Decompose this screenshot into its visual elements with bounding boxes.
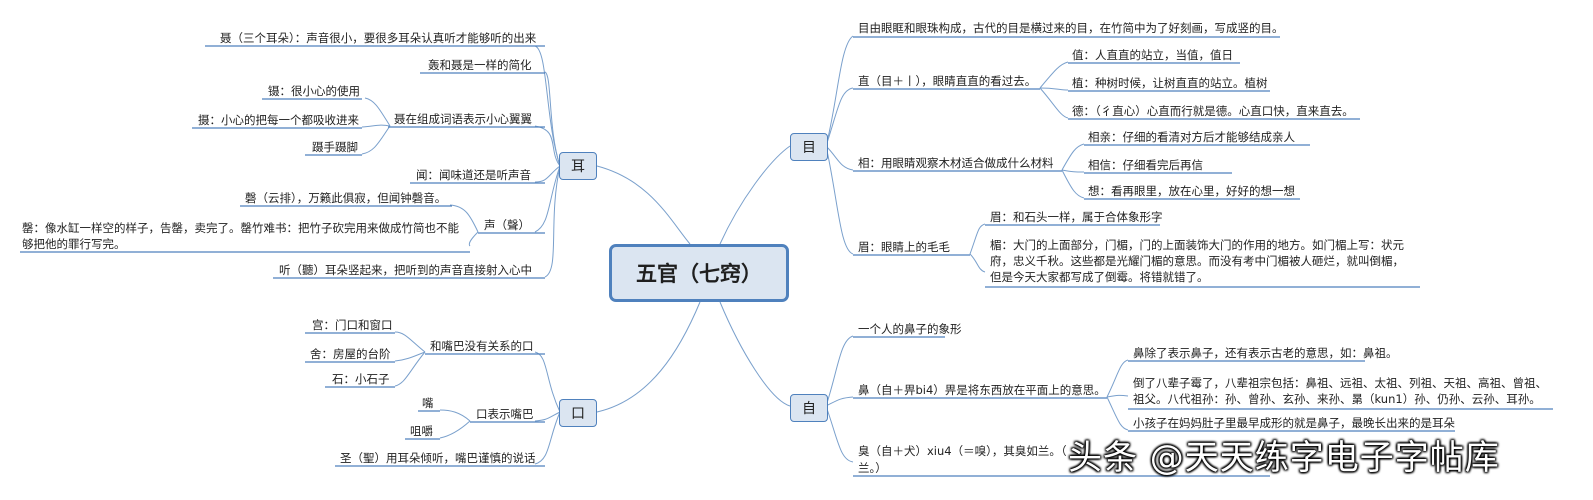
eye-node-de[interactable]: 德：（彳直心）心直而行就是德。心直口快，直来直去。 (1072, 104, 1354, 118)
root-topic[interactable]: 五官（七窍） (609, 244, 789, 302)
nose-node-generations[interactable]: 倒了八辈子霉了，八辈祖宗包括：鼻祖、远祖、太祖、列祖、天祖、高祖、曾祖、祖父。八… (1133, 376, 1547, 406)
mouth-node-zui[interactable]: 嘴 (422, 396, 434, 410)
ear-node-she[interactable]: 摄：小心的把每一个都吸收进来 (198, 113, 359, 127)
branch-eye[interactable]: 目 (790, 133, 828, 161)
nose-node-xiu-end[interactable]: 兰。） (858, 461, 887, 475)
nose-node-bi[interactable]: 鼻（自＋畀bi4）畀是将东西放在平面上的意思。 (858, 383, 1106, 397)
ear-node-nie[interactable]: 聂（三个耳朵）：声音很小，要很多耳朵认真听才能够听的出来 (220, 31, 537, 45)
eye-node-lintel[interactable]: 楣：大门的上面部分，门楣，门的上面装饰大门的作用的地方。如门楣上写：状元府，忠义… (990, 238, 1404, 284)
ear-node-wen[interactable]: 闻：闻味道还是听声音 (416, 168, 531, 182)
mouth-node-shi[interactable]: 石：小石子 (332, 372, 390, 386)
branch-mouth[interactable]: 口 (559, 399, 597, 427)
nose-node-xiu[interactable]: 臭（自＋犬）xiu4（＝嗅），其臭如兰。（ (858, 444, 1067, 458)
eye-node-mei-shape[interactable]: 眉：和石头一样，属于合体象形字 (990, 210, 1163, 224)
ear-node-sheng[interactable]: 声（聲） (484, 218, 530, 232)
mouth-node-sheng[interactable]: 圣（聖）用耳朵倾听，嘴巴谨慎的说话 (340, 451, 536, 465)
eye-node-zhi-plant[interactable]: 植：种树时候，让树直直的站立。植树 (1072, 76, 1268, 90)
mouth-node-unrelated[interactable]: 和嘴巴没有关系的口 (430, 339, 534, 353)
branch-nose[interactable]: 自 (790, 394, 828, 422)
mouth-node-chew[interactable]: 咀嚼 (410, 424, 433, 438)
ear-node-qing[interactable]: 磬（云排），万籁此俱寂，但闻钟磬音。 (245, 191, 447, 205)
mouth-node-gong[interactable]: 宫：门口和窗口 (312, 318, 393, 332)
eye-node-mei[interactable]: 眉：眼睛上的毛毛 (858, 240, 950, 254)
eye-node-think[interactable]: 想：看再眼里，放在心里，好好的想一想 (1088, 184, 1295, 198)
eye-node-zhi[interactable]: 直（目＋丨），眼睛直直的看过去。 (858, 74, 1037, 88)
nose-node-ancestor[interactable]: 鼻除了表示鼻子，还有表示古老的意思，如：鼻祖。 (1133, 346, 1398, 360)
ear-node-ting[interactable]: 听（聽）耳朵竖起来，把听到的声音直接射入心中 (279, 263, 532, 277)
nose-node-shape[interactable]: 一个人的鼻子的象形 (858, 322, 962, 336)
eye-node-xiang[interactable]: 相：用眼睛观察木材适合做成什么材料 (858, 156, 1054, 170)
mouth-node-mouth[interactable]: 口表示嘴巴 (476, 407, 534, 421)
ear-node-tiptoe[interactable]: 蹑手蹑脚 (312, 140, 358, 154)
nose-node-baby[interactable]: 小孩子在妈妈肚子里最早成形的就是鼻子，最晚长出来的是耳朵 (1133, 416, 1455, 430)
ear-node-words[interactable]: 聂在组成词语表示小心翼翼 (394, 112, 532, 126)
branch-ear[interactable]: 耳 (559, 152, 597, 180)
eye-node-xiangqin[interactable]: 相亲：仔细的看清对方后才能够结成亲人 (1088, 130, 1295, 144)
eye-node-structure[interactable]: 目由眼眶和眼珠构成，古代的目是横过来的目，在竹简中为了好刻画，写成竖的目。 (858, 21, 1284, 35)
ear-node-nie-tool[interactable]: 镊：很小心的使用 (268, 84, 360, 98)
eye-node-zhi-value[interactable]: 值：人直直的站立，当值，值日 (1072, 48, 1233, 62)
eye-node-xiangxin[interactable]: 相信：仔细看完后再信 (1088, 158, 1203, 172)
mouth-node-she[interactable]: 舍：房屋的台阶 (310, 347, 391, 361)
ear-node-simplify[interactable]: 轰和聂是一样的简化 (428, 58, 532, 72)
watermark: 头条 @天天练字电子字帖库 (1068, 438, 1500, 478)
ear-node-qing-empty[interactable]: 罄：像水缸一样空的样子，告罄，卖完了。罄竹难书：把竹子砍完用来做成竹简也不能够把… (22, 221, 459, 251)
